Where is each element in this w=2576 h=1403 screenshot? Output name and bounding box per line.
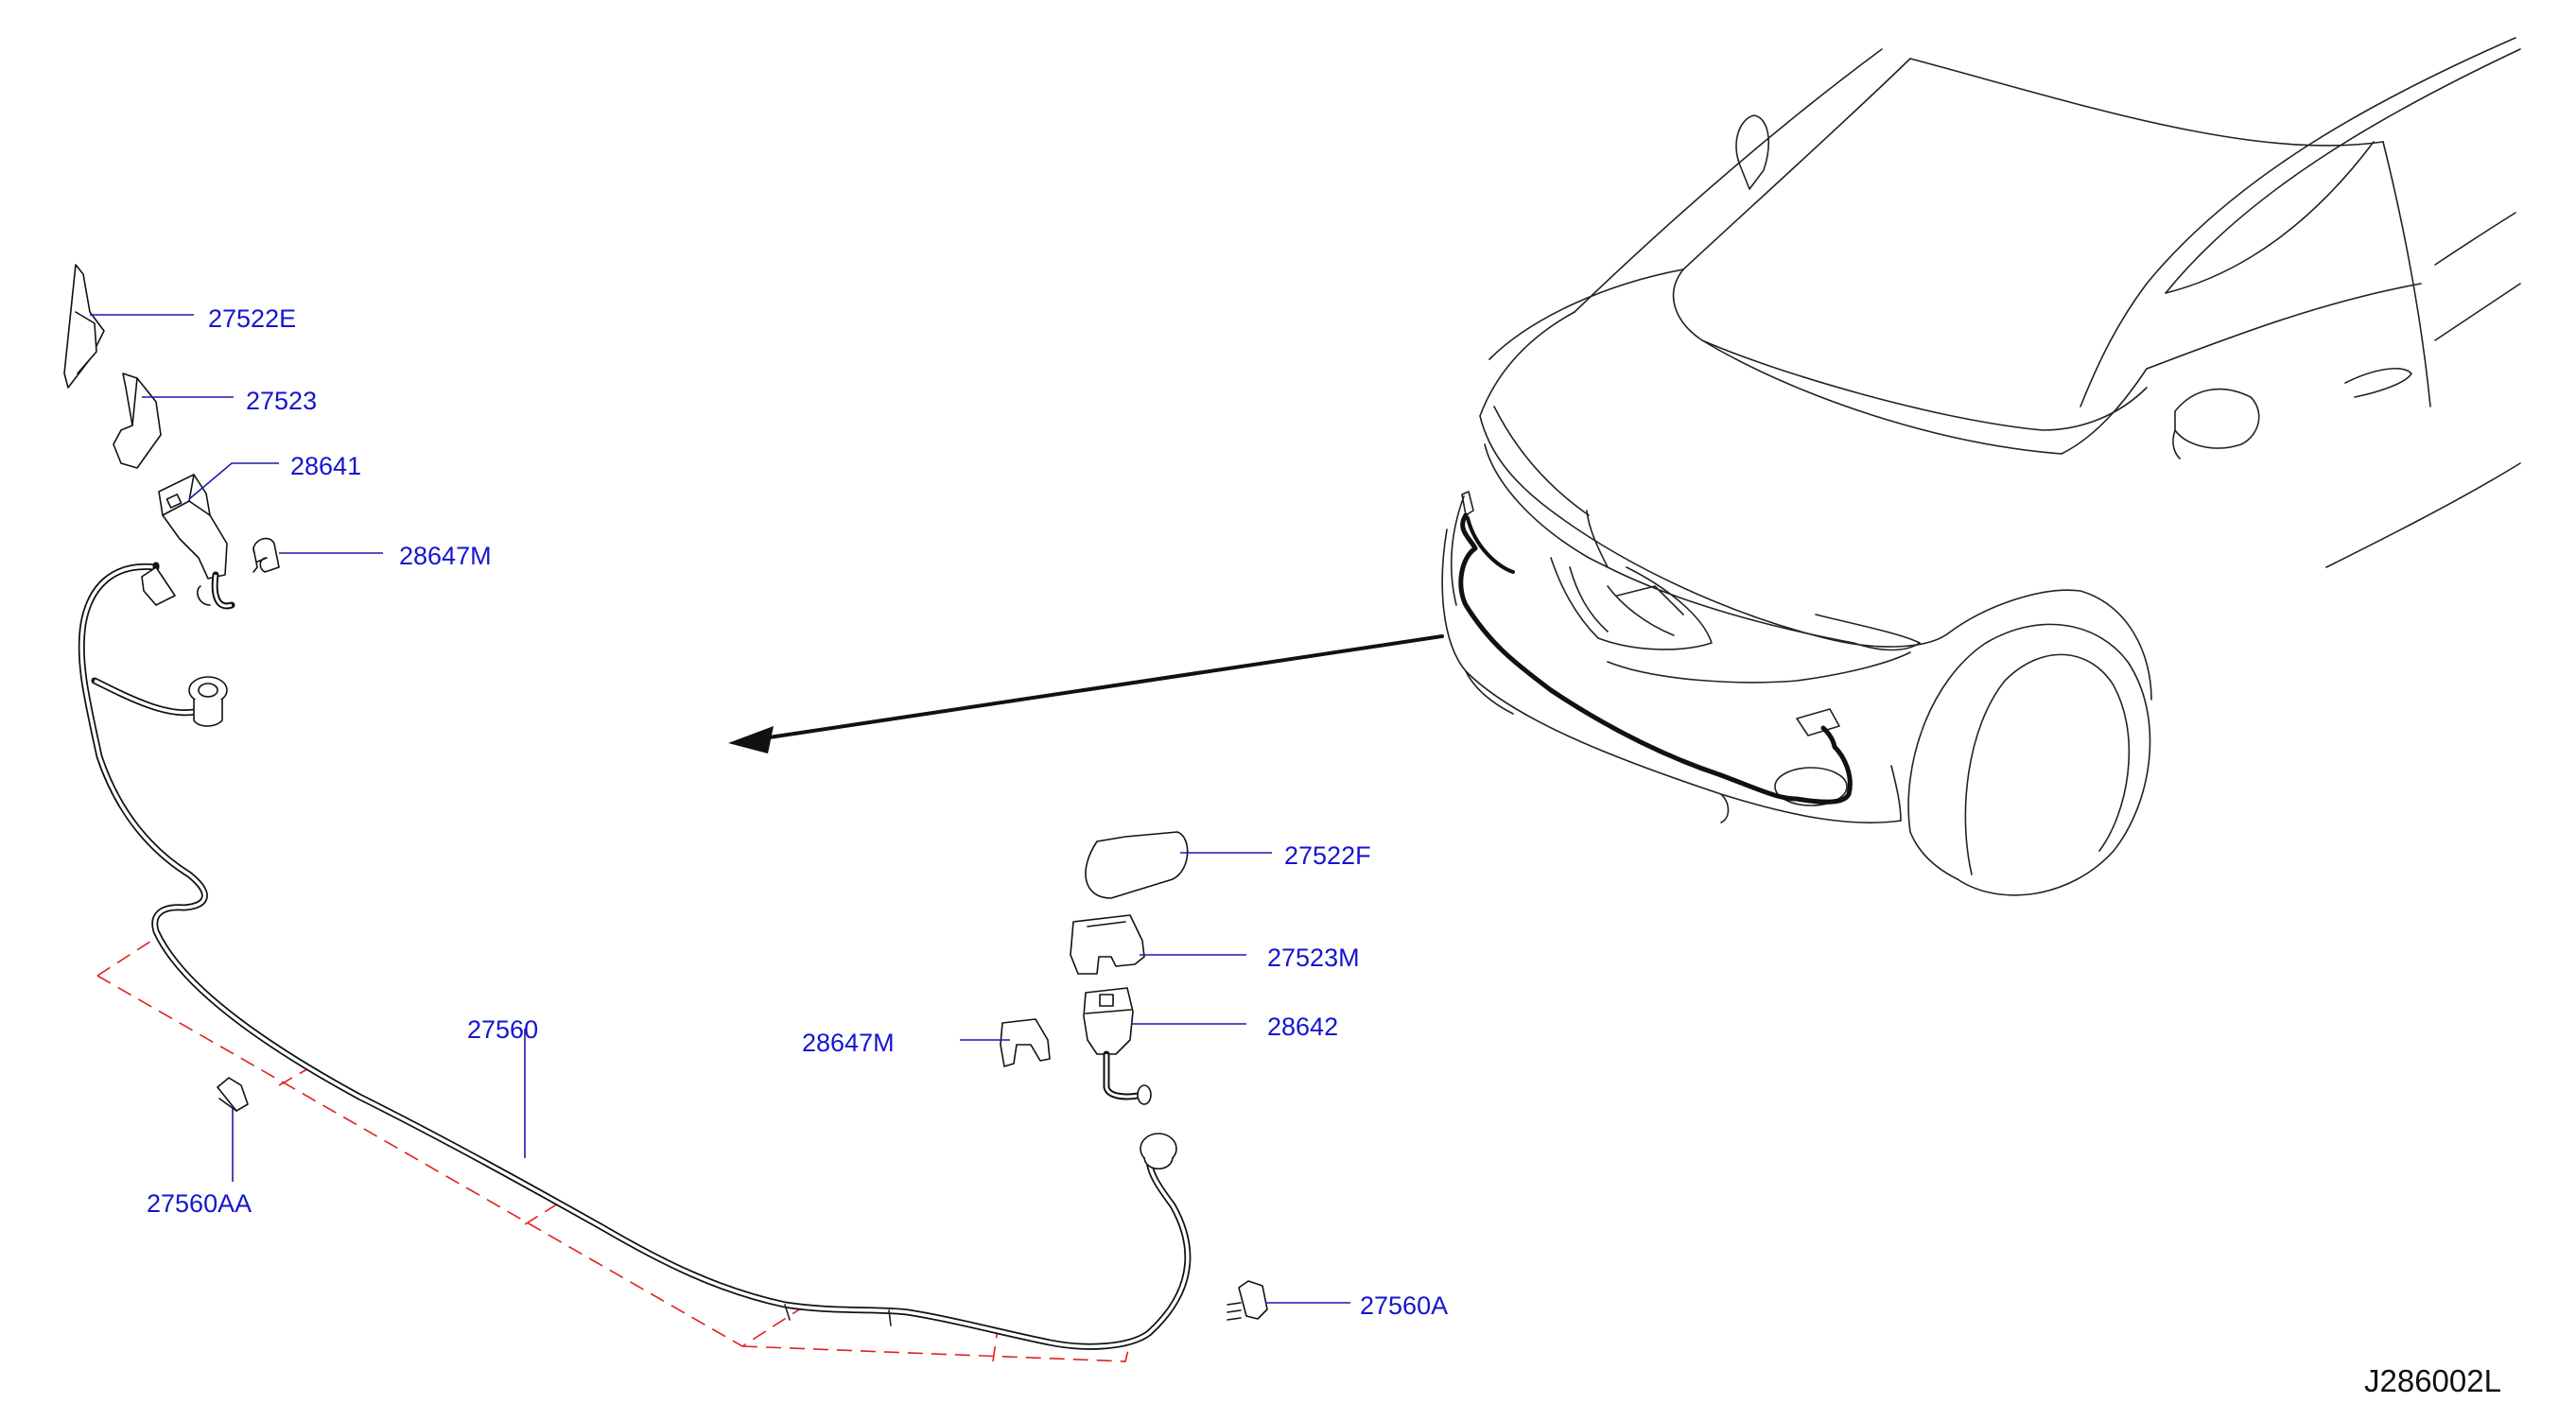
nozzle-28641	[158, 474, 228, 580]
label-27560AA: 27560AA	[147, 1189, 252, 1218]
nozzle-28642	[1083, 987, 1134, 1055]
label-28642: 28642	[1267, 1013, 1338, 1041]
leader-lines	[90, 314, 1350, 1304]
label-27560A: 27560A	[1360, 1291, 1448, 1320]
arrowhead-icon	[728, 726, 774, 753]
label-27523M: 27523M	[1267, 944, 1360, 972]
bumper-phantom-outline	[96, 935, 1131, 1362]
clip-27560A	[1238, 1280, 1268, 1320]
label-27522F: 27522F	[1284, 841, 1371, 870]
left-nozzle-assembly	[63, 264, 280, 610]
label-27522E: 27522E	[208, 304, 296, 333]
clip-28647M-right	[1000, 1018, 1051, 1067]
label-27560: 27560	[467, 1015, 538, 1044]
right-nozzle-assembly	[217, 831, 1268, 1321]
label-27523: 27523	[246, 387, 317, 415]
clip-27560AA	[217, 1077, 249, 1112]
washer-hose-27560	[78, 562, 1192, 1350]
part-labels: 27522E 27523 28641 28647M 27522F 27523M …	[147, 304, 1448, 1320]
clip-28647M-left	[252, 537, 280, 573]
cover-27522F	[1085, 831, 1189, 899]
diagram-id: J286002L	[2364, 1363, 2501, 1398]
label-28641: 28641	[290, 452, 361, 480]
vehicle-illustration	[728, 37, 2521, 896]
label-28647M-left: 28647M	[399, 542, 492, 570]
bracket-27523M	[1070, 914, 1145, 975]
bracket-27523	[113, 372, 162, 469]
label-28647M-right: 28647M	[802, 1029, 895, 1057]
